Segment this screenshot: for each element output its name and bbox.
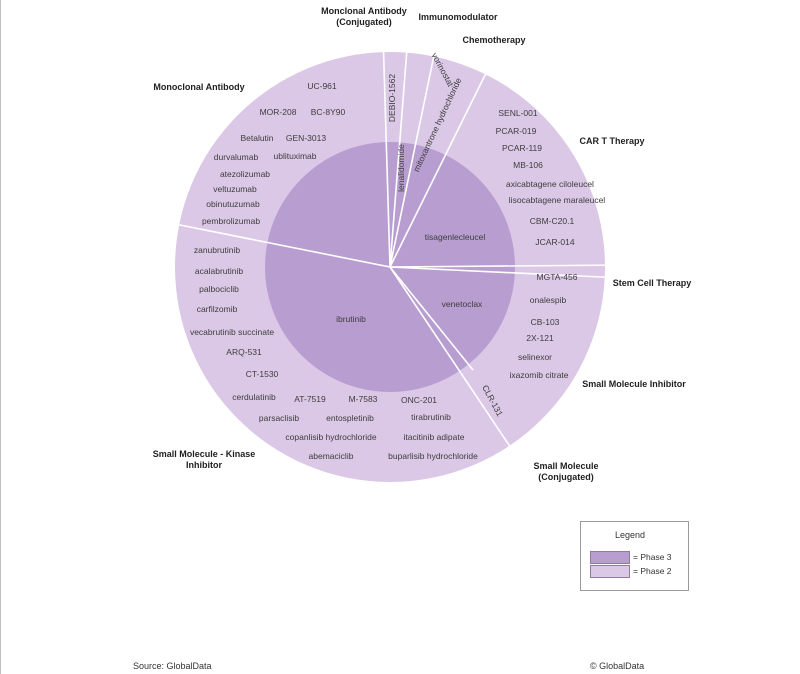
page-left-border xyxy=(0,0,1,674)
copyright-note: © GlobalData xyxy=(590,661,645,671)
phase2-drug-itacitinib-adipate: itacitinib adipate xyxy=(404,432,465,442)
segment-divider-2 xyxy=(382,32,391,268)
phase2-drug-senl-001: SENL-001 xyxy=(498,108,537,118)
phase2-drug-obinutuzumab: obinutuzumab xyxy=(206,199,260,209)
phase2-drug-entospletinib: entospletinib xyxy=(326,413,374,423)
phase2-drug-veltuzumab: veltuzumab xyxy=(213,184,257,194)
legend-swatch-phase2 xyxy=(590,564,630,578)
phase2-drug-cerdulatinib: cerdulatinib xyxy=(232,392,276,402)
phase2-drug-palbociclib: palbociclib xyxy=(199,284,239,294)
segment-divider-8 xyxy=(389,266,520,461)
phase2-drug-parsaclisib: parsaclisib xyxy=(259,413,299,423)
phase2-drug-copanlisib-hydrochloride: copanlisib hydrochloride xyxy=(285,432,376,442)
phase2-drug-ixazomib-citrate: ixazomib citrate xyxy=(509,370,568,380)
phase2-drug-debio-1562: DEBIO-1562 xyxy=(387,74,397,122)
category-smconj-line1: Small Molecule xyxy=(533,461,598,471)
legend: Legend = Phase 3 = Phase 2 xyxy=(580,521,689,591)
phase2-drug-tirabrutinib: tirabrutinib xyxy=(411,412,451,422)
legend-swatch-phase3 xyxy=(590,550,630,564)
phase2-drug-ublituximab: ublituximab xyxy=(274,151,317,161)
legend-title: Legend xyxy=(615,530,646,540)
segment-divider-7 xyxy=(389,266,623,279)
category-smki-line1: Small Molecule - Kinase xyxy=(153,449,256,459)
category-cart: CAR T Therapy xyxy=(579,136,644,146)
phase2-drug-pcar-019: PCAR-019 xyxy=(496,126,537,136)
phase2-drug-mgta-456: MGTA-456 xyxy=(537,272,578,282)
phase2-drug-uc-961: UC-961 xyxy=(307,81,337,91)
segment-dividers xyxy=(154,32,626,461)
phase2-drug-cbm-c20-1: CBM-C20.1 xyxy=(530,216,575,226)
phase2-drug-acalabrutinib: acalabrutinib xyxy=(195,266,243,276)
phase2-drug-m-7583: M-7583 xyxy=(349,394,378,404)
phase2-drug-ct-1530: CT-1530 xyxy=(246,369,279,379)
phase2-drug-axicabtagene-ciloleucel: axicabtagene ciloleucel xyxy=(506,179,594,189)
legend-label-phase3: = Phase 3 xyxy=(633,552,672,562)
phase2-drug-selinexor: selinexor xyxy=(518,352,552,362)
category-smi: Small Molecule Inhibitor xyxy=(582,379,686,389)
category-smconj-line2: (Conjugated) xyxy=(538,472,594,482)
phase3-drug-lenalidomide: lenalidomide xyxy=(396,144,406,192)
phase2-drug-atezolizumab: atezolizumab xyxy=(220,169,270,179)
legend-item-phase2: = Phase 2 xyxy=(590,564,672,578)
phase2-drug-zanubrutinib: zanubrutinib xyxy=(194,245,241,255)
category-mab-conj-line1: Monclonal Antibody xyxy=(321,6,407,16)
phase2-drug-lisocabtagene-maraleucel: lisocabtagene maraleucel xyxy=(509,195,606,205)
phase2-drug-bc-8y90: BC-8Y90 xyxy=(311,107,346,117)
phase2-drug-onc-201: ONC-201 xyxy=(401,395,437,405)
phase2-drug-carfilzomib: carfilzomib xyxy=(197,304,238,314)
phase2-drug-jcar-014: JCAR-014 xyxy=(535,237,574,247)
phase2-drug-betalutin: Betalutin xyxy=(240,133,273,143)
category-chemo: Chemotherapy xyxy=(462,35,525,45)
phase2-drug-cb-103: CB-103 xyxy=(531,317,560,327)
phase2-drug-arq-531: ARQ-531 xyxy=(226,347,262,357)
phase3-drug-tisagenlecleucel: tisagenlecleucel xyxy=(425,232,486,242)
phase2-drug-mb-106: MB-106 xyxy=(513,160,543,170)
phase2-drug-buparlisib-hydrochloride: buparlisib hydrochloride xyxy=(388,451,478,461)
category-stemcell: Stem Cell Therapy xyxy=(613,278,692,288)
phase2-drug-pcar-119: PCAR-119 xyxy=(502,143,542,153)
legend-item-phase3: = Phase 3 xyxy=(590,550,672,564)
phase3-drug-ibrutinib: ibrutinib xyxy=(336,314,366,324)
phase2-drug-onalespib: onalespib xyxy=(530,295,567,305)
phase2-drug-abemaciclib: abemaciclib xyxy=(309,451,354,461)
category-immuno: Immunomodulator xyxy=(419,12,498,22)
segment-divider-6 xyxy=(389,264,626,268)
segment-divider-9 xyxy=(389,266,474,371)
phase3-labels: ibrutinib venetoclax tisagenlecleucel lenal… xyxy=(336,144,485,324)
legend-label-phase2: = Phase 2 xyxy=(633,566,672,576)
segment-divider-5 xyxy=(389,56,495,268)
phase2-drug-vecabrutinib-succinate: vecabrutinib succinate xyxy=(190,327,274,337)
phase2-drug-pembrolizumab: pembrolizumab xyxy=(202,216,260,226)
phase2-drug-mor-208: MOR-208 xyxy=(260,107,297,117)
category-mab-conj-line2: (Conjugated) xyxy=(336,17,392,27)
segment-divider-1 xyxy=(154,219,391,268)
phase2-drug-gen-3013: GEN-3013 xyxy=(286,133,326,143)
segment-divider-3 xyxy=(389,35,409,268)
segment-divider-4 xyxy=(389,40,438,268)
source-note: Source: GlobalData xyxy=(133,661,212,671)
phase3-drug-venetoclax: venetoclax xyxy=(442,299,483,309)
category-smki-line2: Inhibitor xyxy=(186,460,222,470)
phase2-drug-at-7519: AT-7519 xyxy=(294,394,326,404)
phase2-drug-durvalumab: durvalumab xyxy=(214,152,259,162)
phase2-drug-2x-121: 2X-121 xyxy=(526,333,554,343)
category-mab: Monoclonal Antibody xyxy=(153,82,244,92)
